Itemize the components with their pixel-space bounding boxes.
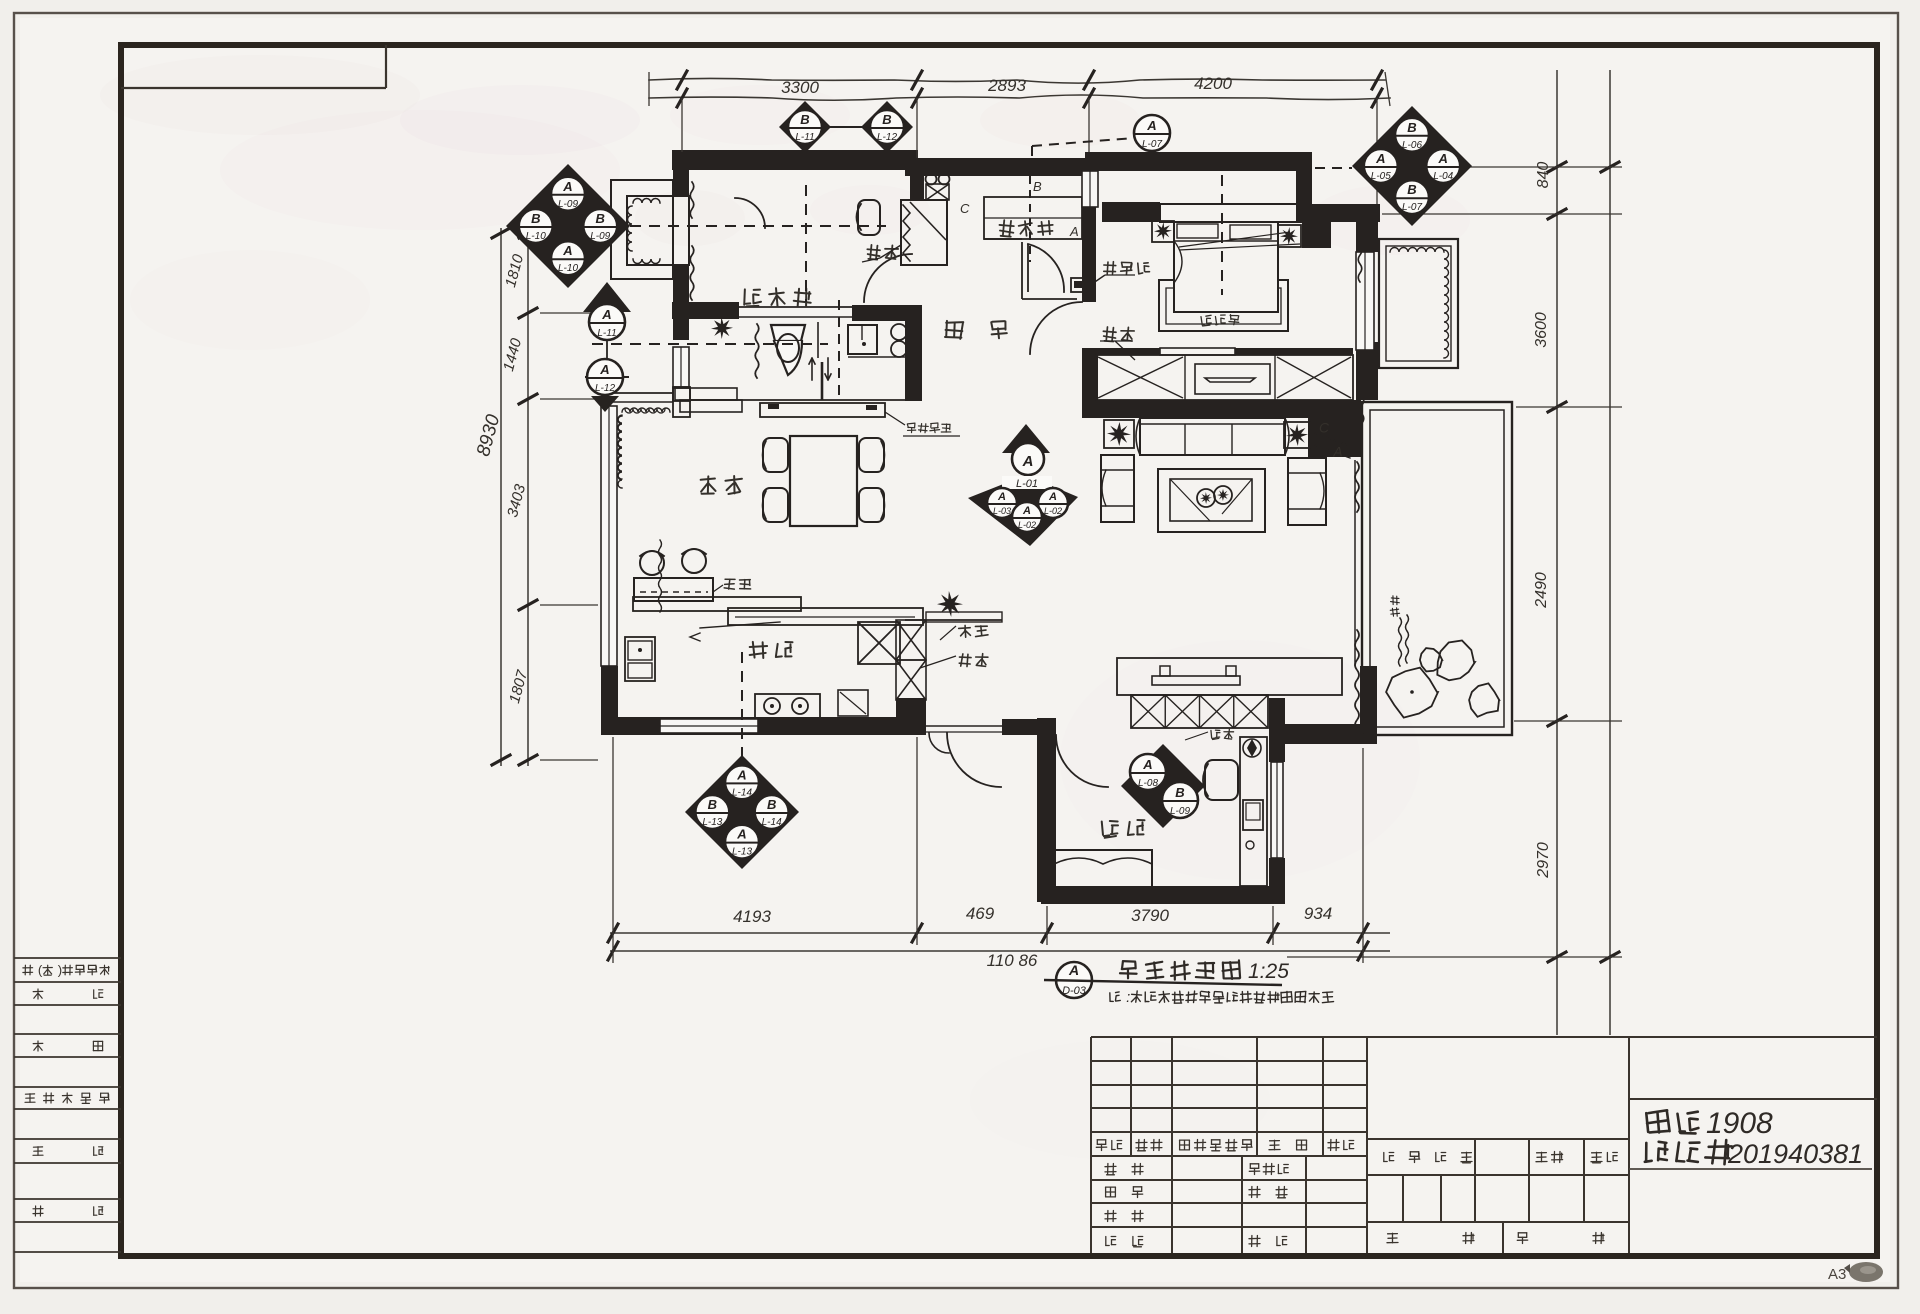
- svg-text:L-14: L-14: [732, 787, 752, 798]
- svg-text:L-02: L-02: [1018, 520, 1036, 530]
- svg-text:L-10: L-10: [526, 231, 546, 242]
- svg-text:L-06: L-06: [1402, 140, 1422, 151]
- svg-text::: :: [1126, 990, 1130, 1006]
- svg-text:3790: 3790: [1131, 906, 1169, 925]
- svg-text:A: A: [1022, 505, 1031, 517]
- svg-text:201940381: 201940381: [1727, 1139, 1863, 1169]
- svg-text:): ): [58, 962, 62, 977]
- svg-text:A: A: [997, 491, 1006, 503]
- svg-text:L-04: L-04: [1433, 171, 1453, 182]
- svg-text:L-11: L-11: [795, 132, 814, 143]
- svg-text:L-10: L-10: [558, 263, 578, 274]
- svg-text:A: A: [1022, 453, 1034, 470]
- svg-text:L-13: L-13: [702, 817, 722, 828]
- svg-text:4193: 4193: [733, 907, 771, 926]
- svg-text:B: B: [531, 211, 540, 226]
- svg-text:469: 469: [966, 904, 995, 923]
- svg-text:L-01: L-01: [1016, 478, 1038, 490]
- svg-text:L-07: L-07: [1402, 202, 1422, 213]
- svg-text:934: 934: [1304, 904, 1332, 923]
- svg-text:B: B: [767, 797, 776, 812]
- svg-text:L-02: L-02: [1044, 506, 1062, 516]
- svg-text:B: B: [882, 112, 891, 127]
- svg-text:B: B: [1033, 179, 1042, 194]
- svg-text:A: A: [1068, 962, 1079, 978]
- svg-text:A: A: [599, 362, 609, 377]
- svg-text:L-09: L-09: [558, 199, 578, 210]
- svg-text:A: A: [601, 307, 611, 322]
- svg-text:840: 840: [1535, 162, 1552, 189]
- svg-text:B: B: [1407, 120, 1416, 135]
- svg-text:A: A: [736, 827, 746, 842]
- svg-text:A3: A3: [1828, 1266, 1846, 1283]
- svg-text:L-08: L-08: [1138, 778, 1158, 789]
- svg-text:A: A: [1048, 491, 1057, 503]
- svg-text:D-03: D-03: [1062, 985, 1087, 997]
- svg-text:110 86: 110 86: [987, 951, 1038, 970]
- svg-text:A: A: [562, 179, 572, 194]
- svg-text:1908: 1908: [1706, 1107, 1773, 1140]
- svg-text:2490: 2490: [1533, 572, 1550, 609]
- svg-text:C: C: [1319, 421, 1330, 436]
- svg-text:L-03: L-03: [993, 506, 1011, 516]
- svg-text:A: A: [1375, 151, 1385, 166]
- svg-text:1:25: 1:25: [1248, 960, 1289, 983]
- svg-text:B: B: [708, 797, 717, 812]
- svg-text:L-09: L-09: [1170, 806, 1190, 817]
- svg-text:L-12: L-12: [595, 383, 615, 394]
- svg-text:A: A: [1142, 757, 1152, 772]
- svg-text:3600: 3600: [1533, 312, 1550, 348]
- svg-text:(: (: [38, 962, 43, 977]
- svg-text:L-11: L-11: [597, 328, 616, 339]
- svg-text:L-07: L-07: [1142, 139, 1162, 150]
- svg-text:A: A: [1069, 224, 1079, 239]
- svg-text:2893: 2893: [987, 76, 1026, 95]
- svg-text:3300: 3300: [781, 78, 819, 97]
- svg-text:2970: 2970: [1535, 842, 1552, 879]
- svg-text:B: B: [1175, 785, 1184, 800]
- svg-text:L-13: L-13: [732, 847, 752, 858]
- svg-text:A: A: [1438, 151, 1448, 166]
- svg-text:L-05: L-05: [1371, 171, 1391, 182]
- svg-text:C: C: [960, 201, 970, 216]
- svg-text:B: B: [800, 112, 809, 127]
- svg-text:L-12: L-12: [877, 132, 897, 143]
- svg-text:L-09: L-09: [590, 231, 610, 242]
- svg-text:A: A: [736, 767, 746, 782]
- svg-text:B: B: [1407, 182, 1416, 197]
- svg-text:A: A: [562, 243, 572, 258]
- svg-text:4200: 4200: [1194, 74, 1232, 93]
- svg-text:A: A: [1146, 118, 1156, 133]
- svg-text:A: A: [1332, 445, 1342, 460]
- svg-text:B: B: [596, 211, 605, 226]
- svg-text:L-14: L-14: [762, 817, 782, 828]
